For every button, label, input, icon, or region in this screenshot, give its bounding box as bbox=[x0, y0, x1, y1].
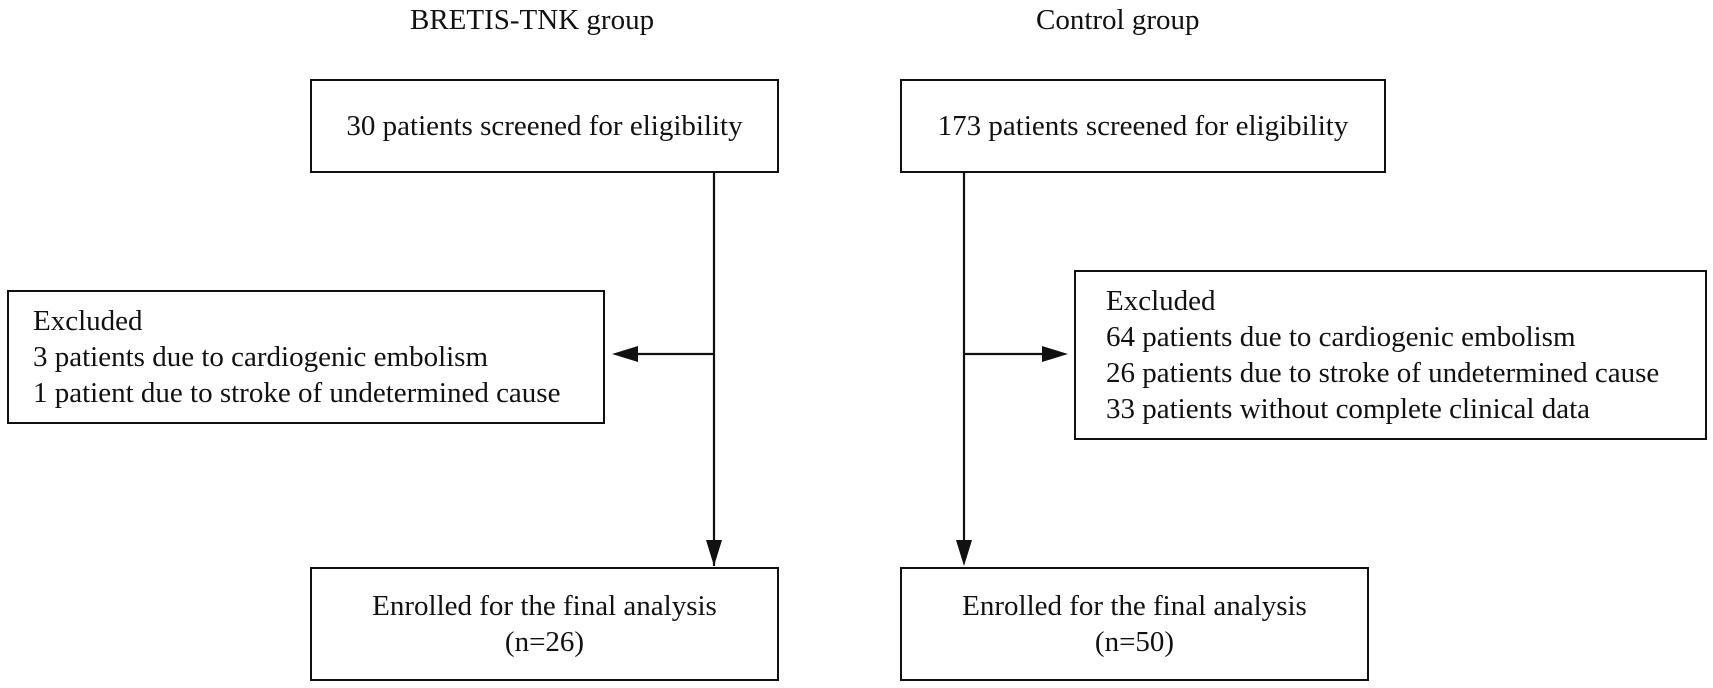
right-main-arrowhead bbox=[956, 540, 972, 566]
right-screened-box: 173 patients screened for eligibility bbox=[900, 79, 1386, 173]
right-exclusion-arrowhead bbox=[1042, 346, 1068, 362]
right-group-title: Control group bbox=[1036, 4, 1200, 36]
right-excluded-heading: Excluded bbox=[1106, 285, 1216, 317]
left-excluded-box: Excluded 3 patients due to cardiogenic e… bbox=[7, 290, 605, 424]
left-enrolled-count: (n=26) bbox=[504, 626, 585, 658]
right-enrolled-count: (n=50) bbox=[1094, 626, 1175, 658]
right-excluded-reason: 33 patients without complete clinical da… bbox=[1106, 393, 1590, 425]
right-screened-text: 173 patients screened for eligibility bbox=[937, 110, 1349, 142]
left-excluded-reason: 3 patients due to cardiogenic embolism bbox=[33, 341, 489, 373]
right-enrolled-box: Enrolled for the final analysis (n=50) bbox=[900, 567, 1369, 681]
right-excluded-reason: 64 patients due to cardiogenic embolism bbox=[1106, 321, 1576, 353]
right-excluded-box: Excluded 64 patients due to cardiogenic … bbox=[1074, 270, 1707, 440]
left-main-arrowhead bbox=[706, 540, 722, 566]
left-screened-box: 30 patients screened for eligibility bbox=[310, 79, 779, 173]
left-excluded-reason: 1 patient due to stroke of undetermined … bbox=[33, 377, 561, 409]
left-exclusion-arrowhead bbox=[612, 346, 638, 362]
left-excluded-heading: Excluded bbox=[33, 305, 143, 337]
right-excluded-reason: 26 patients due to stroke of undetermine… bbox=[1106, 357, 1660, 389]
left-group-title: BRETIS-TNK group bbox=[410, 4, 655, 36]
left-enrolled-label: Enrolled for the final analysis bbox=[372, 590, 717, 622]
left-enrolled-box: Enrolled for the final analysis (n=26) bbox=[310, 567, 779, 681]
right-enrolled-label: Enrolled for the final analysis bbox=[962, 590, 1307, 622]
left-screened-text: 30 patients screened for eligibility bbox=[346, 110, 743, 142]
